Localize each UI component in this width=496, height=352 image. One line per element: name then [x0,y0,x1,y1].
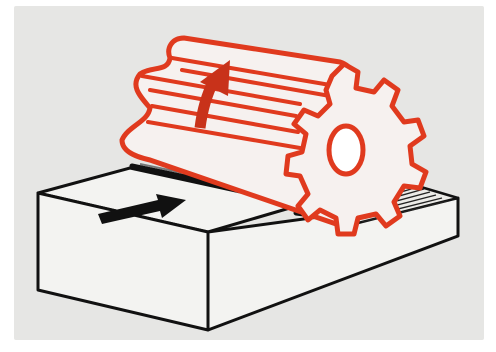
cutter-shaft-hole [329,126,363,174]
